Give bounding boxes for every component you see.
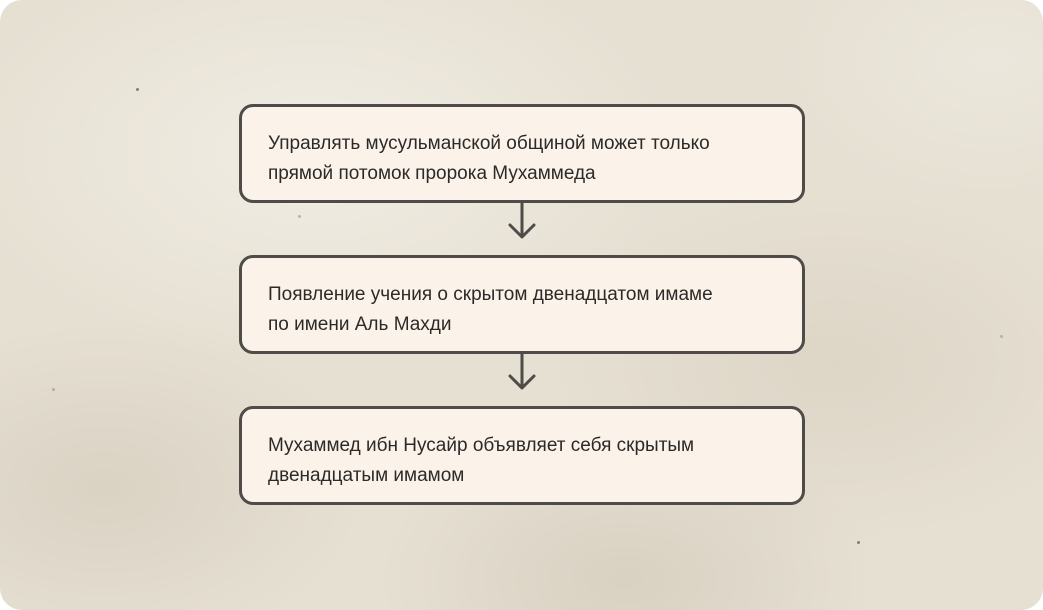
paper-speck [298,215,301,218]
flow-step-2-line-2: по имени Аль Махди [268,314,452,335]
flow-step-2: Появление учения о скрытом двенадцатом и… [239,255,805,354]
paper-speck [136,88,139,91]
flow-step-3: Мухаммед ибн Нусайр объявляет себя скрыт… [239,406,805,505]
paper-speck [52,388,55,391]
paper-speck [1000,335,1003,338]
flow-step-3-line-2: двенадцатым имамом [268,465,465,486]
arrow-down-icon [508,203,536,239]
flow-step-1-line-1: Управлять мусульманской общиной может то… [268,133,710,154]
flow-step-2-line-1: Появление учения о скрытом двенадцатом и… [268,284,713,305]
flow-step-1: Управлять мусульманской общиной может то… [239,104,805,203]
flow-step-1-line-2: прямой потомок пророка Мухаммеда [268,163,596,184]
arrow-down-icon [508,354,536,390]
paper-speck [857,541,860,544]
flow-step-3-line-1: Мухаммед ибн Нусайр объявляет себя скрыт… [268,435,695,456]
